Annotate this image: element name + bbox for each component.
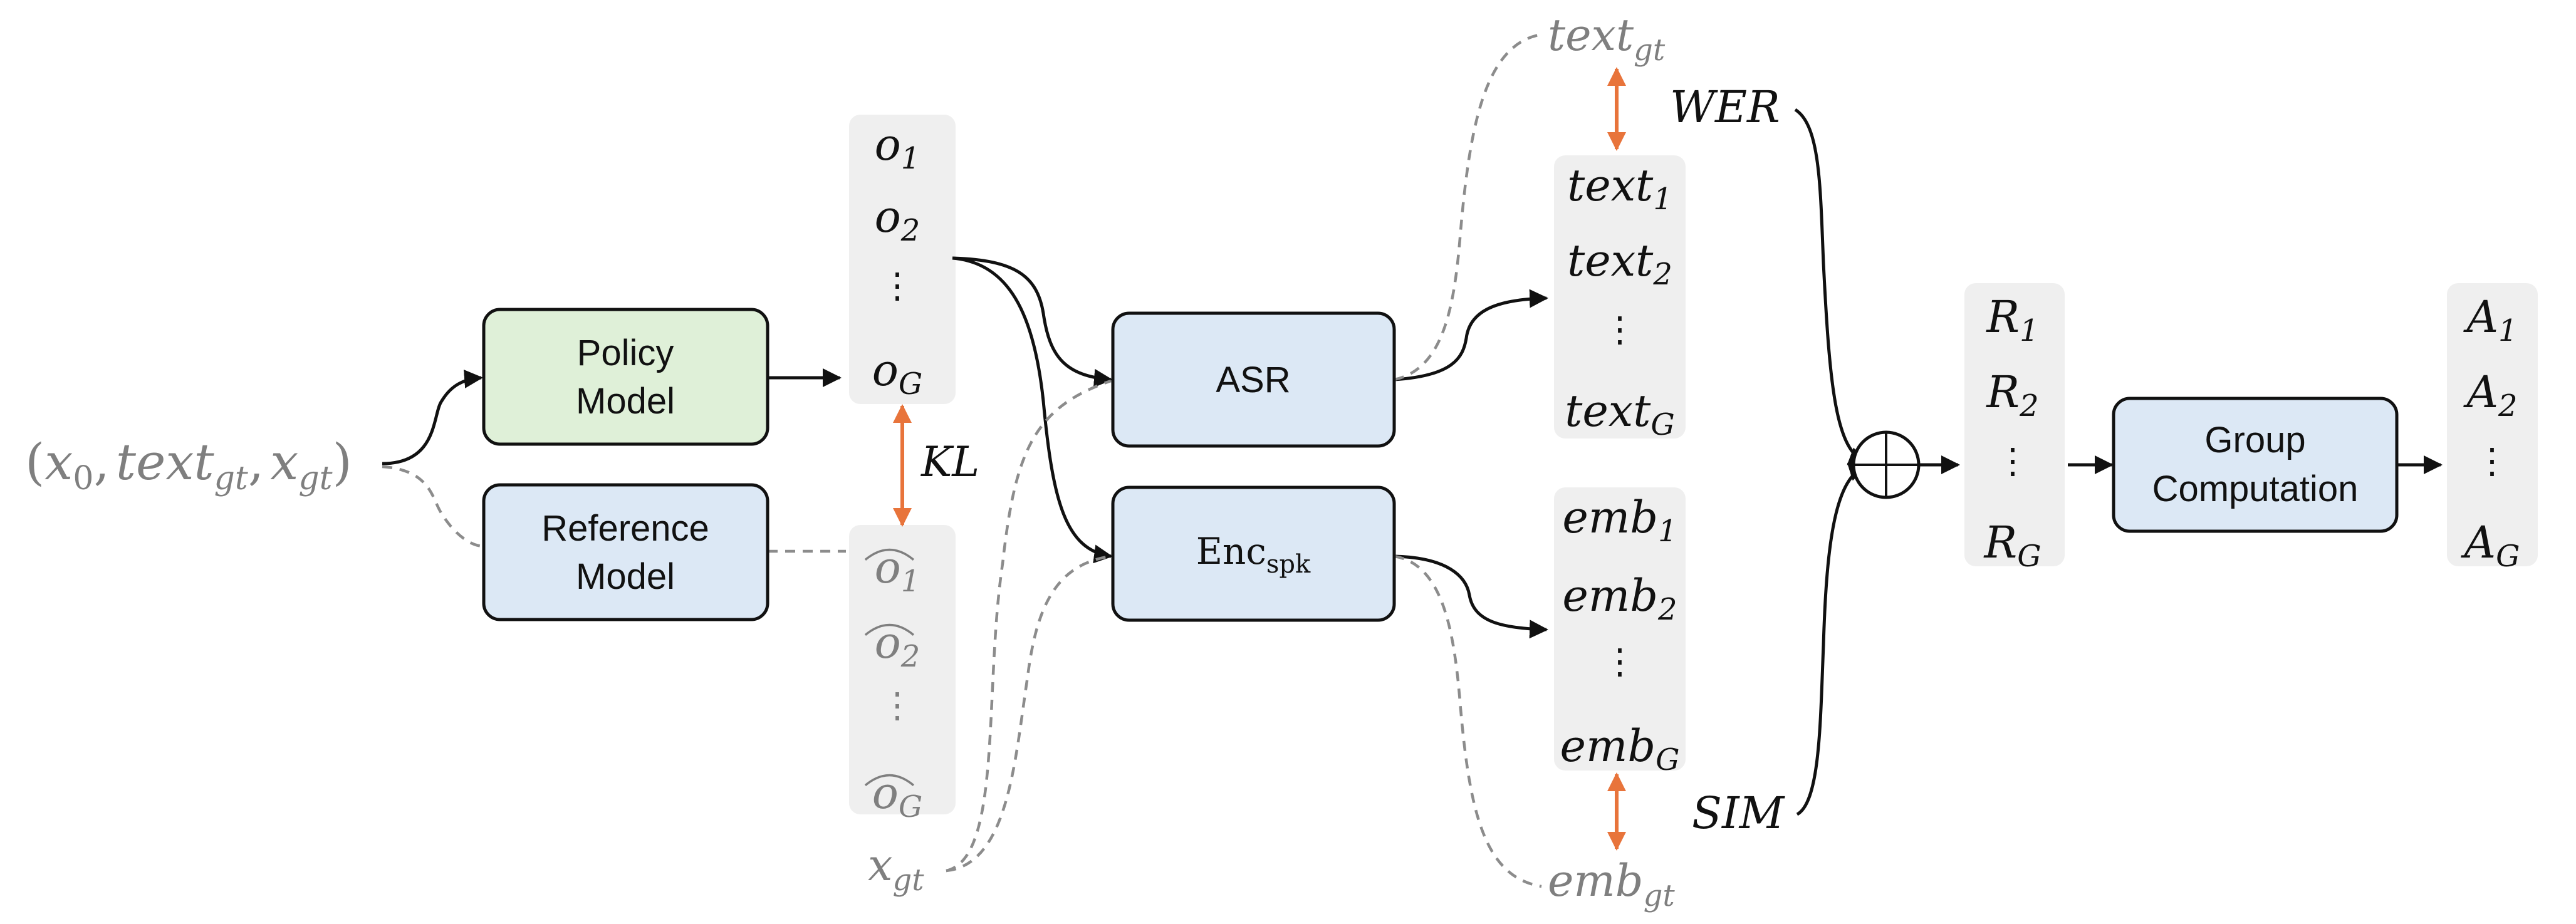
x-gt-label: xgt — [868, 839, 924, 898]
asr-to-textgt-dashed — [1394, 33, 1542, 382]
input-to-policy-arrow — [382, 369, 483, 465]
advantage-ellipsis: ⋮ — [2474, 441, 2510, 482]
emb-output-ellipsis: ⋮ — [1602, 641, 1637, 682]
advantage-1: A1 — [2463, 291, 2517, 348]
ref-outputs-panel — [849, 525, 956, 814]
group-computation-box: Group Computation — [2112, 397, 2399, 533]
reward-1: R1 — [1985, 291, 2038, 348]
asr-to-texts-arrow — [1394, 289, 1548, 382]
outputs-panel — [849, 115, 956, 404]
emb-gt-label: embgt — [1548, 855, 1675, 913]
ref-output-hat-1 — [864, 548, 915, 561]
reference-model-box: Reference Model — [482, 483, 769, 621]
sum-node — [1852, 430, 1921, 499]
text-output-3: textG — [1565, 385, 1675, 442]
outputs-to-encspk-arrow — [952, 256, 1113, 564]
rewards-panel — [1964, 283, 2065, 566]
policy-outputs-stack: o1 o2 oG ⋮ — [872, 119, 923, 402]
advantages-panel — [2447, 283, 2538, 566]
policy-model-box: Policy Model — [482, 308, 769, 446]
reward-ellipsis: ⋮ — [1995, 441, 2030, 482]
text-output-ellipsis: ⋮ — [1602, 309, 1637, 350]
kl-label: KL — [920, 438, 979, 486]
group-computation-label-2: Computation — [2152, 469, 2359, 509]
asr-box: ASR — [1111, 311, 1396, 448]
sim-to-sum-arrow — [1796, 462, 1868, 816]
text-gt-label: textgt — [1548, 9, 1666, 68]
policy-model-label-1: Policy — [577, 333, 674, 373]
text-output-2: text2 — [1567, 235, 1672, 292]
encspk-to-embgt-dashed — [1394, 554, 1542, 888]
ref-output-hat-2 — [864, 623, 915, 636]
advantage-3: AG — [2461, 517, 2520, 574]
output-1: o1 — [875, 119, 920, 176]
asr-label: ASR — [1216, 360, 1290, 400]
emb-output-1: emb1 — [1562, 492, 1677, 549]
enc-spk-box: Encspk — [1111, 485, 1396, 622]
texts-panel — [1554, 155, 1686, 439]
output-2: o2 — [875, 191, 920, 248]
reward-2: R2 — [1985, 366, 2038, 423]
embs-panel — [1554, 487, 1686, 771]
ref-output-ellipsis: ⋮ — [880, 685, 915, 726]
input-tuple: (x0,textgt,xgt) — [25, 433, 352, 497]
output-ellipsis: ⋮ — [880, 266, 915, 306]
emb-output-3: embG — [1560, 720, 1680, 777]
text-output-1: text1 — [1567, 160, 1672, 217]
input-to-reference-dashed — [382, 465, 483, 548]
ref-output-hat-3 — [864, 774, 915, 786]
advantage-2: A2 — [2463, 366, 2517, 423]
policy-model-label-2: Model — [576, 381, 675, 422]
speaker-embeddings-stack: emb1 emb2 embG ⋮ — [1560, 492, 1680, 777]
group-computation-label-1: Group — [2204, 420, 2305, 460]
sim-label: SIM — [1692, 787, 1786, 839]
wer-label: WER — [1670, 81, 1780, 133]
reference-model-label-1: Reference — [541, 508, 709, 549]
reward-3: RG — [1983, 517, 2041, 574]
emb-output-2: emb2 — [1562, 570, 1677, 627]
xgt-to-asr-dashed — [946, 379, 1112, 873]
reference-model-label-2: Model — [576, 556, 675, 597]
outputs-to-asr-arrow — [952, 256, 1113, 388]
encspk-to-embs-arrow — [1394, 554, 1548, 639]
wer-to-sum-arrow — [1794, 108, 1868, 465]
xgt-to-encspk-dashed — [946, 554, 1112, 873]
asr-texts-stack: text1 text2 textG ⋮ — [1565, 160, 1675, 442]
output-3: oG — [872, 345, 923, 402]
enc-spk-label: Encspk — [1196, 530, 1311, 579]
